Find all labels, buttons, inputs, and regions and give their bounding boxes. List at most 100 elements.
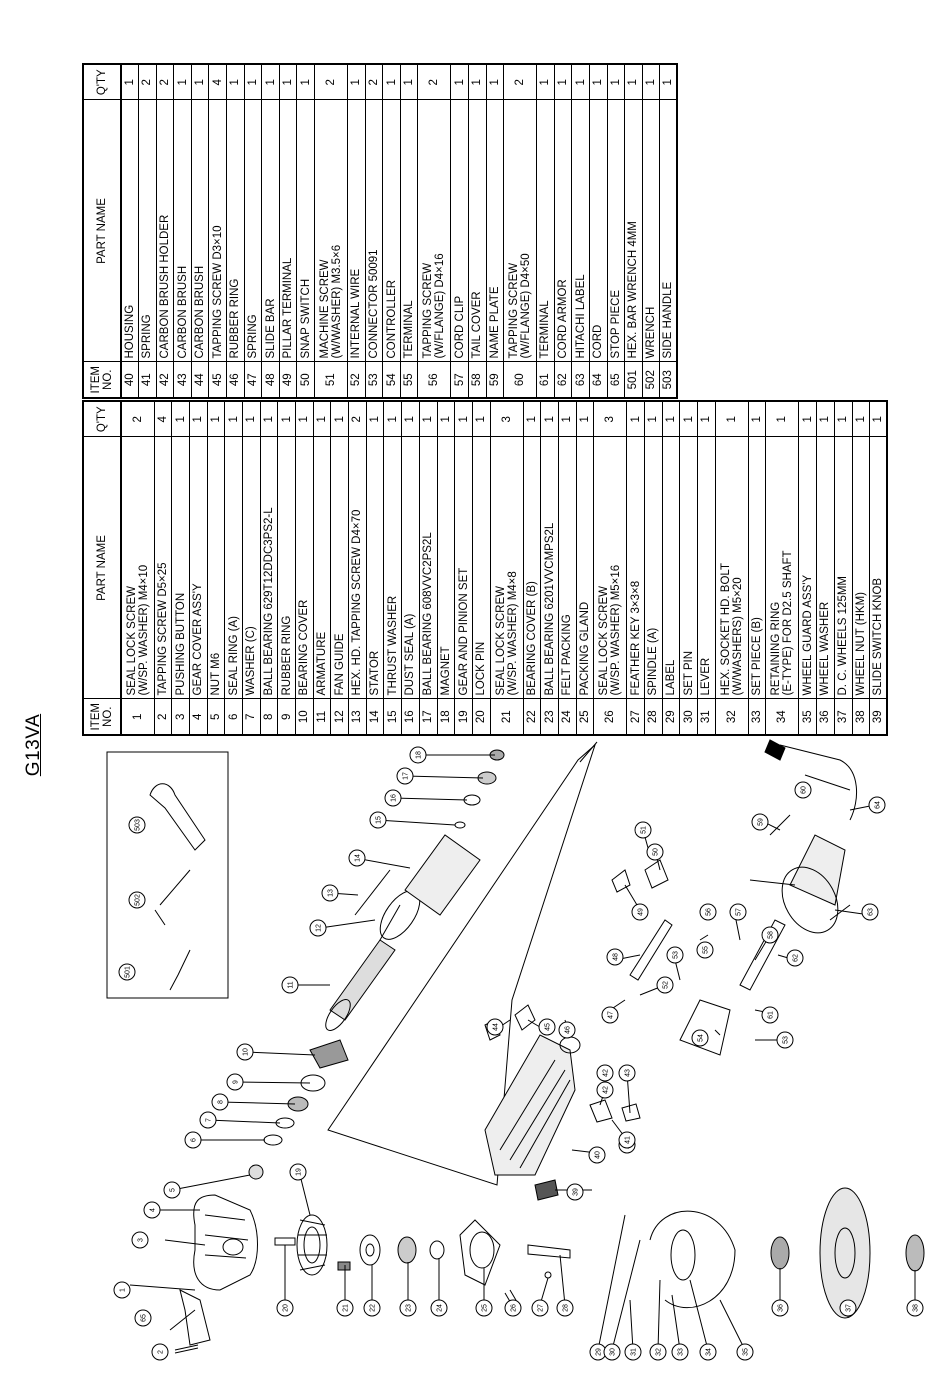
svg-text:4: 4: [150, 1208, 157, 1212]
part-name-cell: NAME PLATE: [486, 100, 504, 362]
wheel-guard-shape: [649, 1210, 736, 1309]
item-no-cell: 48: [261, 362, 280, 398]
svg-text:25: 25: [482, 1304, 489, 1312]
qty-cell: 1: [207, 401, 225, 437]
svg-text:64: 64: [875, 801, 882, 809]
qty-cell: 1: [382, 64, 401, 100]
callout-43: 43: [618, 1064, 636, 1082]
svg-text:10: 10: [243, 1048, 250, 1056]
svg-text:51: 51: [641, 826, 648, 834]
callout-4: 4: [143, 1201, 161, 1219]
qty-cell: 1: [834, 401, 852, 437]
part-name-cell: PACKING GLAND: [576, 437, 594, 699]
svg-text:55: 55: [703, 946, 710, 954]
item-no-cell: 51: [314, 362, 348, 398]
svg-text:42: 42: [603, 1069, 610, 1077]
qty-cell: 1: [468, 64, 487, 100]
callout-62: 62: [786, 949, 804, 967]
callout-52: 52: [656, 976, 674, 994]
grinding-wheel-shape: [819, 1187, 871, 1319]
housing-shape: [484, 1034, 576, 1176]
item-no-cell: 32: [715, 699, 749, 735]
callout-19: 19: [289, 1163, 307, 1181]
svg-text:31: 31: [631, 1348, 638, 1356]
callout-26: 26: [504, 1299, 522, 1317]
callout-14: 14: [348, 849, 366, 867]
side-handle-shape: [149, 783, 206, 851]
motor-section-outline: [327, 743, 597, 1186]
part-name-cell: WHEEL GUARD ASS'Y: [798, 437, 817, 699]
qty-cell: 1: [852, 401, 870, 437]
qty-cell: 1: [679, 401, 698, 437]
item-no-cell: 53: [365, 362, 383, 398]
callout-42: 42: [596, 1081, 614, 1099]
svg-text:47: 47: [608, 1011, 615, 1019]
part-name-cell: RUBBER RING: [277, 437, 296, 699]
part-name-cell: CARBON BRUSH: [173, 100, 192, 362]
callout-60: 60: [794, 781, 812, 799]
item-no-cell: 43: [173, 362, 192, 398]
svg-text:8: 8: [218, 1100, 225, 1104]
svg-text:502: 502: [135, 894, 142, 906]
qty-cell: 1: [261, 64, 280, 100]
callout-6: 6: [184, 1131, 202, 1149]
svg-text:41: 41: [625, 1136, 632, 1144]
controller-shape: [679, 999, 731, 1056]
qty-cell: 1: [173, 64, 192, 100]
qty-cell: 1: [644, 401, 663, 437]
svg-text:37: 37: [846, 1304, 853, 1312]
item-no-cell: 15: [383, 699, 402, 735]
qty-cell: 1: [347, 64, 366, 100]
part-name-cell: GEAR COVER ASS'Y: [189, 437, 208, 699]
part-name-cell: SPINDLE (A): [644, 437, 663, 699]
part-name-cell: INTERNAL WIRE: [347, 100, 366, 362]
qty-cell: 1: [226, 64, 245, 100]
svg-text:52: 52: [663, 981, 670, 989]
qty-cell: 2: [314, 64, 348, 100]
callout-1: 1: [113, 1281, 131, 1299]
svg-text:6: 6: [191, 1138, 198, 1142]
part-name-cell: CARBON BRUSH: [191, 100, 209, 362]
callout-31: 31: [624, 1343, 642, 1361]
part-name-cell: PILLAR TERMINAL: [279, 100, 297, 362]
callout-30: 30: [603, 1343, 621, 1361]
svg-text:60: 60: [801, 786, 808, 794]
qty-cell: 1: [279, 64, 297, 100]
qty-cell: 1: [224, 401, 243, 437]
hex-wrench-shape: [169, 949, 191, 991]
item-no-cell: 1: [121, 699, 154, 735]
part-name-cell: HOUSING: [121, 100, 139, 362]
item-no-cell: 502: [642, 362, 660, 398]
callout-32: 32: [649, 1343, 667, 1361]
callout-37: 37: [839, 1299, 857, 1317]
callout-11: 11: [281, 976, 299, 994]
callout-39: 39: [566, 1183, 584, 1201]
svg-text:62: 62: [793, 954, 800, 962]
item-no-cell: 8: [260, 699, 278, 735]
callout-28: 28: [556, 1299, 574, 1317]
header-qty: Q'TY: [83, 64, 121, 100]
svg-text:26: 26: [511, 1304, 518, 1312]
callout-58: 58: [761, 926, 779, 944]
callout-8: 8: [211, 1093, 229, 1111]
svg-text:30: 30: [610, 1348, 617, 1356]
callout-27: 27: [531, 1299, 549, 1317]
qty-cell: 1: [523, 401, 541, 437]
